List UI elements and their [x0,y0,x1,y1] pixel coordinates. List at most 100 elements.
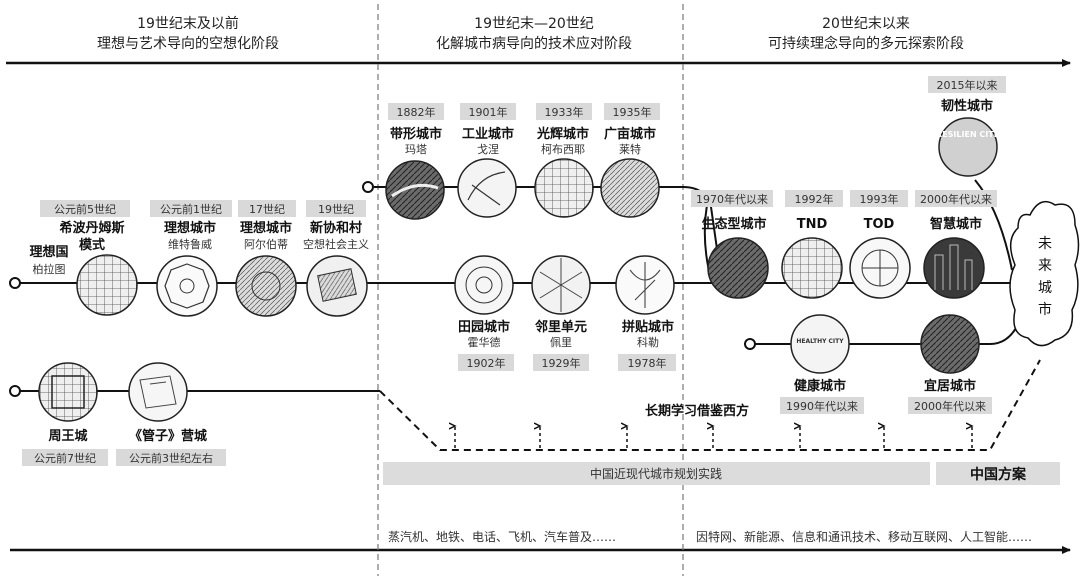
node-name: 理想城市 [164,220,216,236]
alberti-image [235,255,297,317]
period-1-title: 19世纪末及以前 [137,15,239,32]
node-name: 广亩城市 [604,126,656,142]
date-tag [604,103,660,120]
start-dot-china [9,385,21,397]
node-name: 带形城市 [390,126,442,142]
node-date: 2000年代以来 [920,192,992,206]
node-name: 周王城 [48,428,87,444]
node-person: 阿尔伯蒂 [244,237,288,251]
node-date: 1978年 [628,356,667,370]
future-city-cloud: 未 来 城 市 [1009,200,1080,347]
node-person: 莱特 [619,142,641,156]
garden-image [454,255,514,315]
date-tag [460,103,516,120]
node-name: 拼贴城市 [622,319,674,335]
node-person: 科勒 [637,335,659,349]
date-tag [618,354,676,371]
node-collage: 拼贴城市 科勒 1978年 [615,255,676,371]
future-char-2: 来 [1038,258,1052,274]
node-date: 2015年以来 [937,78,998,92]
node-person: 霍华德 [468,335,501,349]
date-tag [116,449,226,466]
node-date: 1935年 [613,105,652,119]
broadacre-image [600,158,660,218]
vitruvius-image [156,255,218,317]
future-char-4: 市 [1038,301,1052,318]
node-zhouwang: 周王城 公元前7世纪 [22,362,108,466]
node-name: 理想国 [29,244,68,260]
resilient-branch [974,179,1013,271]
radiant-image [534,158,594,218]
node-person: 空想社会主义 [303,237,369,251]
date-tag [458,354,514,371]
node-tod: 1993年 TOD [849,190,911,299]
node-guanzi: 《管子》营城 公元前3世纪左右 [116,362,226,466]
eco-image [707,237,769,299]
node-garden: 田园城市 霍华德 1902年 [454,255,514,371]
date-tag [691,190,773,207]
node-name-line1: 希波丹姆斯 [59,220,124,236]
node-newharmony: 19世纪 新协和村 空想社会主义 [303,200,369,317]
date-tag [928,76,1006,93]
start-dot-main [9,277,21,289]
borrow-arrows [455,426,972,448]
smart-image [923,237,985,299]
node-date: 1933年 [545,105,584,119]
node-person: 玛塔 [405,143,427,156]
period-2-title: 19世纪末—20世纪 [474,16,594,32]
node-date: 1901年 [469,105,508,119]
china-dashed-path [379,359,1041,451]
borrow-label: 长期学习借鉴西方 [645,403,749,419]
node-date: 1970年代以来 [696,192,768,206]
node-person: 戈涅 [477,142,499,156]
date-tag [908,397,992,414]
node-name: 田园城市 [458,319,510,335]
node-date: 1882年 [397,105,436,119]
node-lixiangguo: 理想国 柏拉图 [29,244,68,276]
node-alberti: 17世纪 理想城市 阿尔伯蒂 [235,200,297,317]
node-date: 2000年代以来 [914,399,986,413]
node-name: 智慧城市 [930,216,982,232]
node-date: 17世纪 [249,203,285,216]
industrial-image [457,158,517,218]
start-dot-lower [744,338,756,350]
node-date: 1902年 [467,356,506,370]
octagon-plan-icon [164,263,210,309]
node-resilient: 2015年以来 韧性城市 RESILIEN CITIES [928,76,1008,177]
node-date: 公元前3世纪左右 [129,451,213,465]
livable-image [920,314,980,374]
china-practice-band [383,462,930,485]
date-tag [40,200,130,217]
date-tag [150,200,232,217]
zhouwang-image [38,362,98,422]
future-char-1: 未 [1038,236,1052,252]
tech-era-1: 蒸汽机、地铁、电话、飞机、汽车普及…… [388,529,616,544]
node-neighborhood: 邻里单元 佩里 1929年 [531,255,591,371]
node-name: 宜居城市 [924,378,976,394]
node-date: 1990年代以来 [786,399,858,413]
node-name: 生态型城市 [701,216,766,232]
period-3-subtitle: 可持续理念导向的多元探索阶段 [768,35,964,52]
node-healthy: HEALTHY CITY 健康城市 1990年代以来 [780,314,864,414]
resilient-logo-text: RESILIEN CITIES [936,130,1008,139]
node-industrial: 1901年 工业城市 戈涅 [457,103,517,218]
period-1-subtitle: 理想与艺术导向的空想化阶段 [97,36,279,52]
node-name: 邻里单元 [534,319,587,335]
node-name: 新协和村 [310,220,362,236]
node-date: 1929年 [542,356,581,370]
healthy-logo-text: HEALTHY CITY [796,338,844,345]
node-smart: 2000年代以来 智慧城市 [915,190,997,299]
node-linear: 1882年 带形城市 玛塔 [385,103,445,220]
tech-era-2: 因特网、新能源、信息和通讯技术、移动互联网、人工智能…… [696,529,1032,544]
node-date: 公元前7世纪 [34,451,96,465]
date-tag [238,200,296,217]
date-tag [533,354,589,371]
node-name: 韧性城市 [941,98,993,114]
node-date: 公元前1世纪 [160,202,222,216]
date-tag [306,200,366,217]
date-tag [850,190,908,207]
start-dot-upper [362,181,374,193]
period-2-subtitle: 化解城市病导向的技术应对阶段 [436,35,632,52]
date-tag [780,397,864,414]
